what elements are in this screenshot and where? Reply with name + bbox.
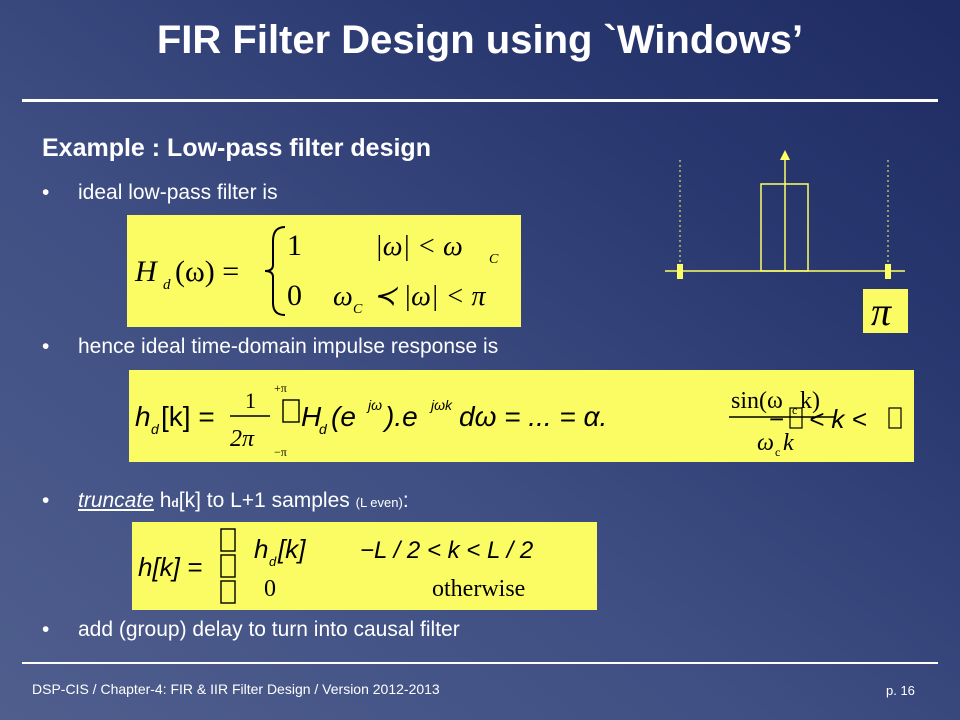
truncate-h: h: [159, 489, 172, 512]
diagram-marker-right: [885, 264, 891, 279]
eq1-left-brace: [264, 226, 286, 316]
equation-truncated: h[k] = h d [k] −L / 2 < k < L / 2 0 othe…: [132, 522, 597, 610]
eq1-case1-cond-sub: C: [489, 252, 499, 267]
eq2-integrand-arg: (e: [331, 401, 356, 432]
footer-text: DSP-CIS / Chapter-4: FIR & IIR Filter De…: [32, 681, 440, 697]
eq1-lhs-arg: (ω) =: [175, 255, 239, 288]
diagram-arrowhead-icon: [780, 150, 790, 160]
eq2-dw: dω = ... = α.: [459, 401, 607, 432]
truncate-l-even: (L even): [355, 495, 403, 510]
bullet-impulse-response: • hence ideal time-domain impulse respons…: [42, 335, 498, 359]
eq2-exp2: jωk: [429, 397, 453, 413]
eq2-frac-num: 1: [245, 388, 256, 413]
bullet-ideal-lowpass: • ideal low-pass filter is: [42, 181, 278, 205]
eq2-range-glyph-right: [888, 407, 902, 429]
eq2-upper-limit: +π: [274, 381, 287, 395]
eq2-integral-glyph: [282, 399, 300, 423]
equation-ideal-lowpass-svg: H d (ω) = 1 |ω| < ω C 0 ω C ≺ |ω| < π: [134, 226, 499, 317]
bullet-dot-icon: •: [42, 618, 50, 641]
eq2-sinc-den-sub: c: [775, 445, 780, 459]
eq3-lhs: h[k] =: [138, 552, 202, 582]
eq1-lhs: H: [134, 255, 159, 288]
title-divider: [22, 99, 938, 102]
eq1-case2-cond-a-sub: C: [353, 302, 363, 317]
eq2-sinc-num-sub: c: [792, 403, 797, 417]
diagram-passband: [760, 183, 809, 272]
eq2-lower-limit: −π: [274, 445, 287, 459]
eq1-case2-cond-a: ω: [333, 281, 353, 312]
eq1-case2-cond-b: ≺ |ω| < π: [373, 281, 487, 312]
eq1-case2-val: 0: [287, 279, 302, 312]
truncate-mid: [k] to L+1 samples: [178, 489, 356, 512]
lowpass-diagram: [665, 150, 905, 280]
bullet-truncate: • truncate hd[k] to L+1 samples (L even):: [42, 489, 409, 513]
eq3-brace-glyph-mid: [220, 554, 236, 578]
eq2-mid: ).e: [382, 401, 418, 432]
eq3-case1-tail: [k]: [277, 534, 306, 564]
eq2-sinc-num: sin(ω: [731, 388, 783, 414]
truncate-tail: :: [402, 489, 409, 512]
bullet-dot-icon: •: [42, 335, 50, 358]
eq3-case2-cond: otherwise: [432, 576, 525, 602]
eq2-range-minus: −: [769, 404, 784, 434]
bullet-text: ideal low-pass filter is: [78, 181, 278, 204]
equation-ideal-lowpass: H d (ω) = 1 |ω| < ω C 0 ω C ≺ |ω| < π: [127, 215, 521, 327]
bullet-text: hence ideal time-domain impulse response…: [78, 335, 499, 358]
bullet-dot-icon: •: [42, 181, 50, 204]
equation-impulse-response: h d [k] = 1 2π +π −π H d (e jω ).e jωk d…: [129, 370, 914, 462]
pi-label: π: [871, 289, 892, 333]
eq2-lhs: h: [135, 401, 151, 432]
diagram-marker-left: [677, 264, 683, 279]
eq2-sinc-num-tail: k): [800, 388, 820, 414]
slide-subtitle: Example : Low-pass filter design: [42, 134, 431, 162]
eq2-range-glyph-left: [789, 407, 803, 429]
equation-impulse-response-svg: h d [k] = 1 2π +π −π H d (e jω ).e jωk d…: [135, 381, 902, 459]
footer-divider: [22, 662, 938, 664]
pi-label-svg: π: [871, 289, 892, 333]
pi-label-box: π: [863, 289, 908, 333]
eq3-brace-glyph-bottom: [220, 580, 236, 604]
page-number: p. 16: [886, 683, 915, 698]
bullet-add-delay: • add (group) delay to turn into causal f…: [42, 618, 460, 642]
truncate-word: truncate: [78, 489, 154, 512]
eq1-case1-val: 1: [287, 229, 302, 262]
eq2-integrand-sub: d: [319, 421, 328, 437]
eq1-lhs-sub: d: [163, 277, 171, 293]
eq2-lhs-sub: d: [151, 421, 160, 437]
eq2-range-mid: < k <: [809, 404, 867, 434]
eq2-frac-den: 2π: [230, 426, 255, 452]
bullet-dot-icon: •: [42, 489, 50, 512]
eq3-case1-cond: −L / 2 < k < L / 2: [360, 537, 533, 564]
eq1-case1-cond: |ω| < ω: [375, 231, 463, 262]
eq3-case2-val: 0: [264, 576, 276, 602]
bullet-text: add (group) delay to turn into causal fi…: [78, 618, 460, 641]
eq2-sinc-den-tail: k: [783, 430, 794, 456]
eq2-sinc-den: ω: [757, 430, 774, 456]
eq2-lhs-arg: [k] =: [161, 401, 215, 432]
eq2-exp1: jω: [366, 397, 382, 413]
eq2-integrand-h: H: [301, 401, 322, 432]
truncate-h-sub: d: [171, 496, 179, 510]
equation-truncated-svg: h[k] = h d [k] −L / 2 < k < L / 2 0 othe…: [138, 528, 533, 604]
slide-title: FIR Filter Design using `Windows’: [156, 18, 804, 62]
eq3-brace-glyph-top: [220, 528, 236, 552]
eq3-case1-sub: d: [269, 554, 277, 569]
eq3-case1-val: h: [254, 534, 268, 564]
